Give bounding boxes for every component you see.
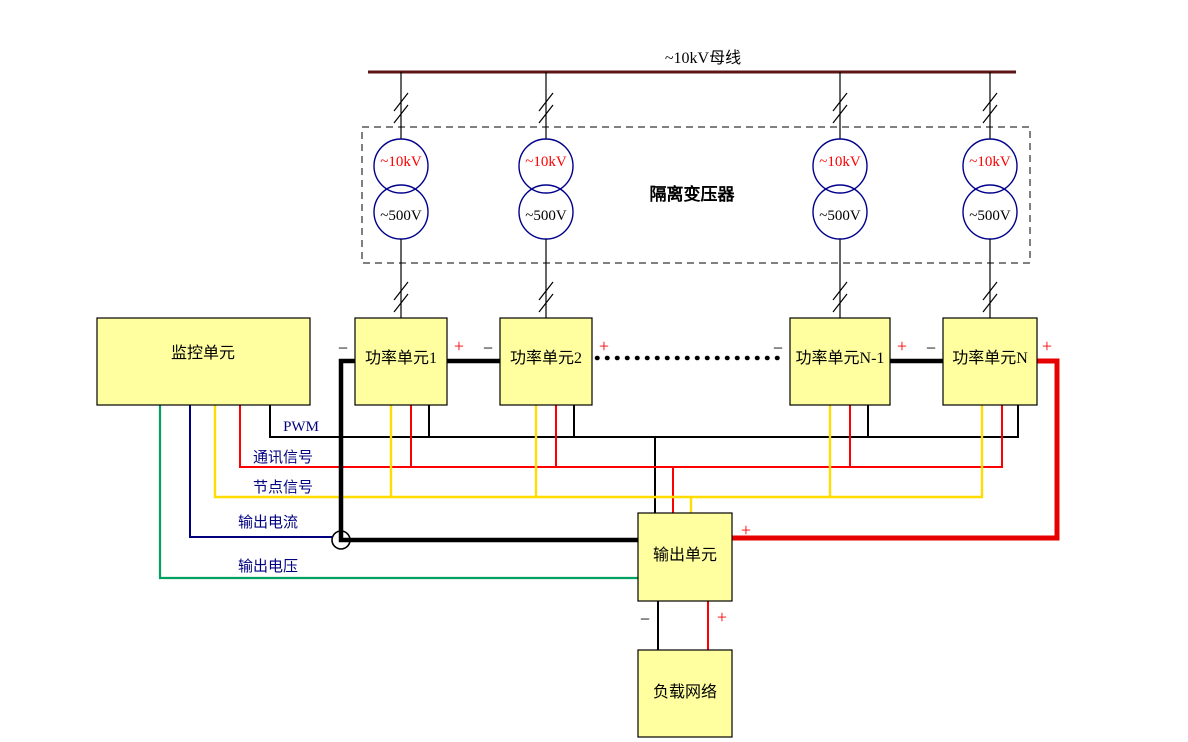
hatch-mark	[393, 92, 409, 112]
transformer-lv-label: ~500V	[380, 208, 422, 224]
load-network-label: 负载网络	[653, 682, 717, 701]
transformer-primary-circle	[373, 138, 429, 194]
power-unit-n-label: 功率单元N	[952, 349, 1028, 367]
transformer-column-3: ~10kV ~500V	[812, 72, 868, 318]
hatch-mark	[832, 293, 848, 313]
pwm-label: PWM	[283, 419, 319, 435]
transformer-primary-circle	[812, 138, 868, 194]
comm-bus-wire	[239, 405, 1003, 468]
minus-power-2: −	[483, 338, 493, 358]
power-wires	[338, 355, 1060, 650]
signal-labels: PWM 通讯信号 节点信号 输出电流 输出电压	[238, 419, 319, 575]
power-unit-1-box	[354, 317, 448, 406]
hatch-mark	[982, 92, 998, 112]
hatch-mark	[393, 104, 409, 124]
transformer-lv-label: ~500V	[969, 208, 1011, 224]
plus-power-2: +	[599, 336, 609, 356]
minus-power-n: −	[926, 338, 936, 358]
hatch-mark	[832, 92, 848, 112]
power-unit-2-box	[499, 317, 593, 406]
power-unit-n1-box	[789, 317, 891, 406]
output-current-label: 输出电流	[238, 514, 298, 531]
hatch-mark	[982, 281, 998, 301]
power-unit-n1-label: 功率单元N-1	[796, 349, 885, 367]
isolation-label: 隔离变压器	[650, 184, 736, 204]
monitor-unit-box	[96, 317, 311, 406]
output-unit-box	[637, 512, 733, 602]
plus-power-n1: +	[897, 336, 907, 356]
hatch-mark	[538, 92, 554, 112]
pwm-bus-wire	[269, 405, 1019, 438]
transformer-primary-circle	[962, 138, 1018, 194]
output-voltage-wire	[158, 405, 638, 580]
transformer-hv-label: ~10kV	[969, 154, 1011, 170]
hatch-mark	[832, 104, 848, 124]
current-sensor-circle	[331, 530, 351, 550]
transformer-hv-label: ~10kV	[380, 154, 422, 170]
monitor-unit-label: 监控单元	[171, 344, 235, 362]
hatch-mark	[832, 281, 848, 301]
hatch-mark	[982, 104, 998, 124]
transformer-column-4: ~10kV ~500V	[962, 72, 1018, 318]
polarity-marks: − + − + − + − + + − +	[338, 336, 1052, 629]
load-network-box	[637, 649, 733, 738]
transformer-hv-label: ~10kV	[819, 154, 861, 170]
plus-output-unit: +	[741, 520, 751, 540]
transformer-column-2: ~10kV ~500V	[518, 72, 574, 318]
power-unit-1-label: 功率单元1	[365, 349, 437, 367]
output-current-wire	[189, 405, 332, 538]
positive-feed-wire	[732, 358, 1060, 541]
hatch-mark	[538, 293, 554, 313]
transformer-lv-label: ~500V	[819, 208, 861, 224]
power-unit-n-box	[942, 317, 1038, 406]
minus-power-n1: −	[773, 338, 783, 358]
plus-power-1: +	[454, 336, 464, 356]
hatch-mark	[538, 281, 554, 301]
transformer-hv-label: ~10kV	[525, 154, 567, 170]
hatch-mark	[393, 293, 409, 313]
transformer-column-1: ~10kV ~500V	[373, 72, 429, 318]
transformer-lv-label: ~500V	[525, 208, 567, 224]
node-signal-label: 节点信号	[253, 479, 313, 496]
plus-load: +	[717, 607, 727, 627]
hatch-mark	[393, 281, 409, 301]
hv-bus-label: ~10kV母线	[665, 49, 741, 67]
minus-power-1: −	[338, 338, 348, 358]
transformer-primary-circle	[518, 138, 574, 194]
hatch-mark	[982, 293, 998, 313]
control-wires	[158, 405, 1019, 580]
plus-power-n: +	[1042, 336, 1052, 356]
negative-feed-wire	[338, 358, 638, 543]
output-unit-label: 输出单元	[653, 546, 717, 564]
output-voltage-label: 输出电压	[238, 558, 298, 575]
comm-signal-label: 通讯信号	[253, 449, 313, 466]
hatch-mark	[538, 104, 554, 124]
unit-boxes: 监控单元 功率单元1 功率单元2 功率单元N-1 功率单元N 输出单元 负载网络	[96, 317, 1038, 738]
node-bus-wire	[213, 405, 984, 499]
minus-load: −	[640, 609, 650, 629]
isolation-boundary	[361, 126, 1031, 264]
power-unit-2-label: 功率单元2	[510, 349, 582, 367]
